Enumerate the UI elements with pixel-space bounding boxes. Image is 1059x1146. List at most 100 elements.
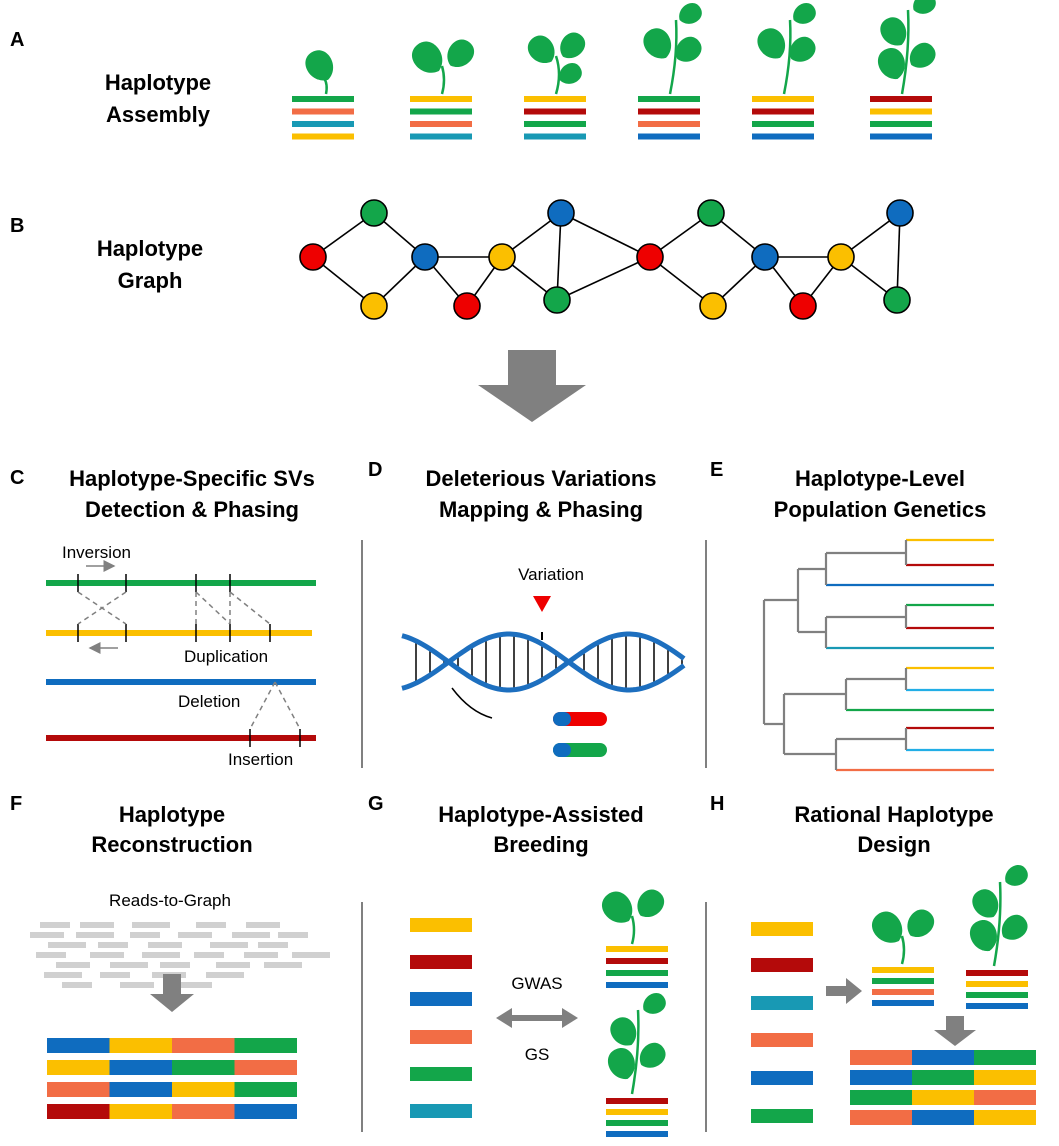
panel-h-title-line1: Rational Haplotype (794, 802, 993, 827)
leaf-icon (789, 36, 816, 62)
panel-a-title-line1: Haplotype (105, 70, 211, 95)
design-down-arrow-icon (934, 1016, 976, 1046)
read-fragment (40, 922, 70, 928)
haplotype-block (410, 1067, 472, 1081)
haplotype-stripe (638, 133, 700, 140)
haplotype-segment (172, 1104, 235, 1119)
panel-g-title-line1: Haplotype-Assisted (438, 802, 643, 827)
leaf-icon (610, 1017, 637, 1046)
leaf-icon (679, 3, 702, 24)
haplotype-block (751, 996, 813, 1010)
haplotype-segment (109, 1038, 172, 1053)
read-fragment (100, 972, 130, 978)
read-fragment (160, 962, 190, 968)
panel-d-title-line2: Mapping & Phasing (439, 497, 643, 522)
label-reads-to-graph: Reads-to-Graph (109, 891, 231, 910)
graph-node (789, 292, 817, 320)
read-fragment (264, 962, 302, 968)
haplotype-segment (47, 1038, 110, 1053)
breeding-plants (602, 889, 668, 1137)
plant-icon (643, 3, 702, 95)
panel-letter-a: A (10, 29, 24, 51)
haplotype-graph-nodes (299, 199, 914, 320)
haplotype-block (751, 1109, 813, 1123)
haplotype-stripe (410, 133, 472, 140)
down-arrow-icon (478, 350, 586, 422)
haplotype-segment (912, 1070, 974, 1085)
graph-node (543, 286, 571, 314)
read-fragment (194, 952, 224, 958)
haplotype-stripe (410, 108, 472, 115)
double-arrow-icon (496, 1008, 578, 1028)
haplotype-stripe (524, 133, 586, 140)
haplotype-segment (850, 1070, 912, 1085)
haplotype-stripe (752, 133, 814, 140)
panel-letter-d: D (368, 459, 382, 481)
panel-c-title-line1: Haplotype-Specific SVs (69, 466, 315, 491)
leaf-icon (907, 909, 935, 937)
haplotype-stripe (966, 992, 1028, 998)
haplotype-stripe (638, 121, 700, 127)
leaf-icon (909, 42, 936, 68)
panel-b-title-line2: Graph (118, 268, 183, 293)
graph-edge (556, 212, 562, 301)
haplotype-stripe (292, 96, 354, 102)
plant-icon (757, 3, 816, 95)
haplotype-stripe (872, 967, 934, 973)
graph-node (883, 286, 911, 314)
haplotype-stripe (292, 108, 354, 115)
read-fragment (216, 962, 250, 968)
haplotype-segment (912, 1050, 974, 1065)
graph-node (299, 243, 327, 271)
read-fragment (278, 932, 308, 938)
read-fragment (30, 932, 64, 938)
leaf-icon (305, 50, 334, 81)
panel-letter-f: F (10, 793, 22, 815)
leaf-icon (972, 889, 999, 918)
design-plants (872, 865, 1028, 1009)
read-fragment (232, 932, 270, 938)
haplotype-stripe (606, 1131, 668, 1137)
read-fragment (246, 922, 280, 928)
haplotype-segment (234, 1038, 297, 1053)
panel-letter-c: C (10, 467, 24, 489)
graph-node (360, 292, 388, 320)
graph-node (827, 243, 855, 271)
read-fragment (142, 952, 180, 958)
haplotype-stripe (966, 981, 1028, 987)
panel-letter-g: G (368, 793, 384, 815)
graph-edge (556, 256, 651, 301)
haplotype-segment (850, 1110, 912, 1125)
read-fragment (258, 942, 288, 948)
leaf-icon (969, 920, 997, 952)
graph-node (751, 243, 779, 271)
haplotype-stripe (606, 1120, 668, 1126)
graph-node (886, 199, 914, 227)
leaf-icon (602, 891, 633, 923)
variation-marker-icon (533, 596, 551, 612)
haplotype-stripe (872, 1000, 934, 1006)
haplotype-stripe (410, 96, 472, 102)
read-fragment (80, 922, 114, 928)
panel-e-title-line1: Haplotype-Level (795, 466, 965, 491)
read-fragment (120, 982, 154, 988)
read-fragment (292, 952, 330, 958)
graph-edge (896, 212, 901, 301)
label-gwas: GWAS (511, 974, 562, 993)
haplotype-block (751, 958, 813, 972)
read-fragment (76, 932, 114, 938)
graph-node (488, 243, 516, 271)
haplotype-segment (850, 1090, 912, 1105)
haplotype-block (410, 918, 472, 932)
plant-icon (607, 993, 666, 1095)
leaf-icon (913, 0, 936, 14)
leaf-icon (447, 39, 475, 67)
haplotype-segment (850, 1050, 912, 1065)
haplotype-block (751, 1033, 813, 1047)
haplotype-stripe (870, 121, 932, 127)
leaf-icon (643, 993, 666, 1014)
haplotype-block (410, 1104, 472, 1118)
haplotype-segment (912, 1090, 974, 1105)
haplotype-segment (47, 1082, 110, 1097)
leaf-icon (527, 35, 555, 63)
